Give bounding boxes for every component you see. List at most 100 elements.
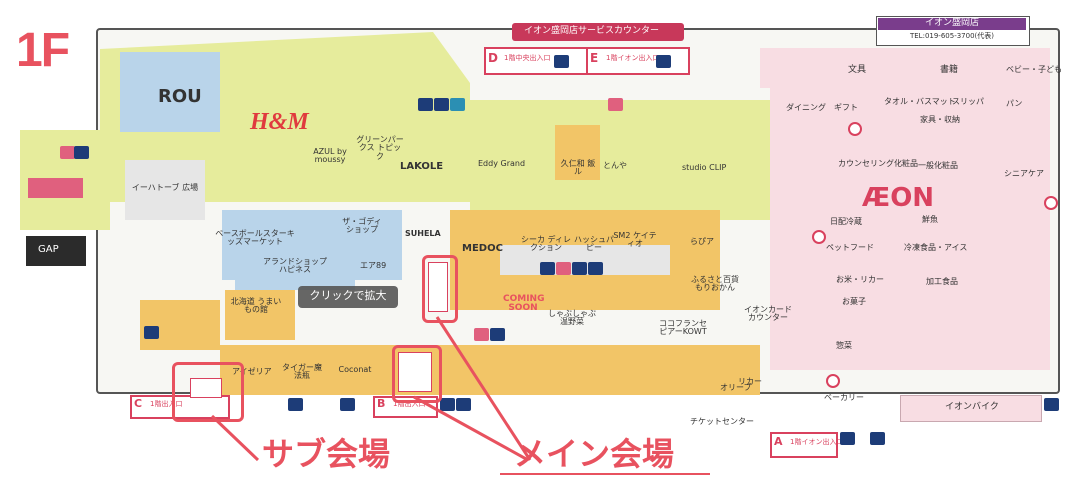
sub-venue-pointer-line <box>210 414 260 462</box>
dept-cosmetics: 一般化粧品 <box>918 161 958 170</box>
suhela-logo[interactable]: SUHELA <box>405 229 441 238</box>
dept-liquor: お米・リカー <box>836 275 884 284</box>
store-starbucks[interactable]: ベースボールスターキッズマーケット <box>215 229 295 247</box>
zone-aeon-bike <box>900 395 1042 422</box>
main-venue-highlight-2[interactable] <box>392 345 442 403</box>
dept-gift: ギフト <box>834 103 858 112</box>
hm-logo[interactable]: H&M <box>250 109 309 135</box>
store-aeon-bike[interactable]: イオンバイク <box>945 402 999 412</box>
zone-blue-2 <box>235 250 355 290</box>
restroom-icon <box>60 146 75 159</box>
entrance-e-code: E <box>590 51 599 65</box>
store-ricoh[interactable]: リカー <box>738 377 762 386</box>
dept-seafood: 鮮魚 <box>922 215 938 224</box>
store-chambre[interactable]: シーカ ディレクション <box>521 235 571 253</box>
zone-west-corridor <box>470 100 770 220</box>
entrance-c[interactable] <box>130 395 230 419</box>
store-azul[interactable]: AZUL by moussy <box>313 147 347 165</box>
gap-box[interactable] <box>26 236 86 266</box>
service-counter-label: イオン盛岡店サービスカウンター <box>524 26 660 36</box>
register-icon <box>1044 196 1058 210</box>
service-counter-banner[interactable] <box>512 23 684 41</box>
dept-deli: 惣菜 <box>836 341 852 350</box>
entrance-b-label: 1階出入口 <box>393 400 426 408</box>
elevator-icon <box>440 398 455 411</box>
entrance-b-code: B <box>377 397 386 410</box>
store-ai[interactable]: アイゼリア <box>232 367 272 376</box>
store-tonya[interactable]: とんや <box>603 161 627 170</box>
zone-south-orange <box>220 345 760 395</box>
dept-bread: パン <box>1006 99 1023 108</box>
zone-uniqlo <box>125 160 205 220</box>
zone-west-orange <box>225 290 295 340</box>
dept-processed: 加工食品 <box>926 277 958 286</box>
store-studio[interactable]: studio CLIP <box>682 163 727 172</box>
entrance-d[interactable] <box>484 47 588 75</box>
store-bakery[interactable]: ベーカリー <box>824 393 864 402</box>
entrance-a[interactable] <box>770 432 838 458</box>
store-bank[interactable]: アランドショップ ハピネス <box>263 257 327 275</box>
store-olive[interactable]: オリーブ <box>720 383 752 392</box>
zone-rou <box>120 52 220 132</box>
restroom-icon <box>556 262 571 275</box>
store-uniqlo[interactable]: イーハトーブ 広場 <box>131 183 199 192</box>
store-furusato[interactable]: ふるさと百貨 もりおかん <box>691 275 739 293</box>
store-sibylla[interactable]: らぴア <box>690 237 714 246</box>
store-ticket[interactable]: チケットセンター <box>690 417 754 426</box>
dept-kids: ベビー・子ども <box>1006 65 1062 74</box>
entrance-e[interactable] <box>586 47 690 75</box>
restroom-icon <box>418 98 433 111</box>
store-heather[interactable]: ハッシュパピー <box>574 235 614 253</box>
store-tie[interactable]: タイガー魔法瓶 <box>282 363 322 381</box>
entrance-d-label: 1階中央出入口 <box>504 54 551 62</box>
rou-logo[interactable]: ROU <box>158 86 202 107</box>
dept-frozen: 冷凍食品・アイス <box>904 243 968 252</box>
main-venue-pointer-line-1 <box>435 316 532 461</box>
store-zipbox[interactable]: ザ・ゴディショップ <box>342 217 382 235</box>
entrance-c-label: 1階出入口 <box>150 400 183 408</box>
register-icon <box>826 374 840 388</box>
store-aeon-card[interactable]: イオンカード カウンター <box>744 305 792 323</box>
store-coconat[interactable]: Coconat <box>338 365 372 374</box>
store-eddie[interactable]: Eddy Grand <box>478 159 526 168</box>
store-hokkaido[interactable]: 北海道 うまいもの館 <box>230 297 282 315</box>
stairs-icon <box>1044 398 1059 411</box>
store-name: イオン盛岡店 <box>924 18 979 28</box>
abc-mart-block[interactable] <box>28 178 83 198</box>
dept-counseling: カウンセリング化粧品 <box>838 159 918 168</box>
escalator-icon <box>554 55 569 68</box>
store-shabu[interactable]: しゃぶしゃぶ 温野菜 <box>548 309 596 327</box>
elevator-icon <box>656 55 671 68</box>
event-booth <box>190 378 222 398</box>
lakole-logo[interactable]: LAKOLE <box>400 161 444 172</box>
store-cafe[interactable]: ココフランセ ピアーKOWT <box>659 319 707 337</box>
elevator-icon <box>288 398 303 411</box>
dept-books: 書籍 <box>940 65 959 75</box>
store-takano[interactable]: エア89 <box>360 261 387 270</box>
elevator-icon <box>456 398 471 411</box>
aeon-logo[interactable]: ÆON <box>862 183 935 213</box>
dept-stationery: 文具 <box>848 65 867 75</box>
stairs-icon <box>144 326 159 339</box>
restroom-icon <box>434 98 449 111</box>
dept-pet: ペットフード <box>826 243 874 252</box>
dept-slippers: スリッパ <box>952 97 984 106</box>
zone-kuchi <box>555 125 600 180</box>
store-green[interactable]: グリーンパークス トピック <box>356 135 404 161</box>
sub-venue-highlight[interactable] <box>172 362 244 422</box>
entrance-d-code: D <box>488 51 498 65</box>
main-venue-pointer-line-2 <box>413 395 529 462</box>
zone-bottom-left-orange <box>140 300 220 350</box>
medoc-logo[interactable]: MEDOC <box>462 243 503 254</box>
main-venue-label: メイン会場 <box>514 435 675 473</box>
dept-daily: 日配冷蔵 <box>830 217 862 226</box>
store-kuchi[interactable]: 久仁和 飯ル <box>560 159 596 177</box>
restroom-icon <box>608 98 623 111</box>
gap-label: GAP <box>38 244 59 255</box>
restroom-icon <box>588 262 603 275</box>
click-enlarge-button[interactable] <box>298 286 398 308</box>
entrance-a-label: 1階イオン出入口 <box>790 438 844 446</box>
store-name-banner <box>878 18 1026 30</box>
store-sm2[interactable]: SM2 ケイティオ <box>613 231 657 249</box>
entrance-c-code: C <box>134 397 143 410</box>
